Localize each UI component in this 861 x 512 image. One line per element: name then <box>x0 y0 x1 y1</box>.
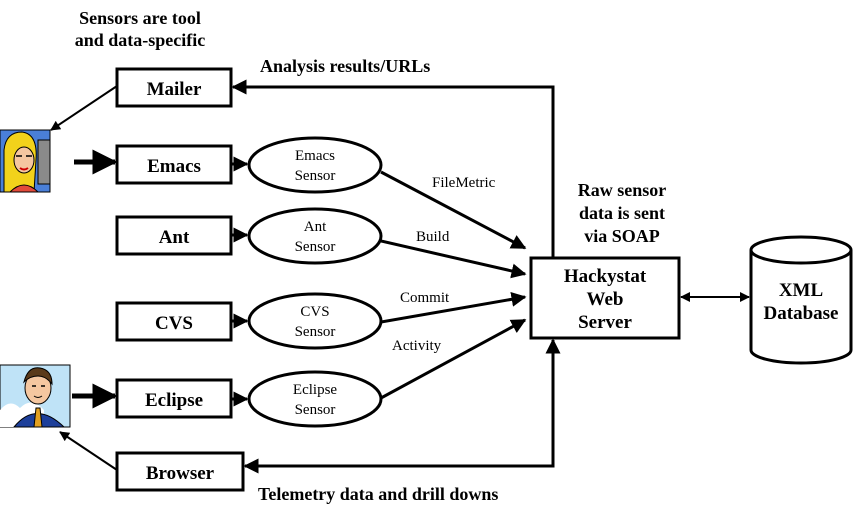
developer-woman-icon <box>0 129 51 193</box>
cvs-box: CVS <box>115 301 233 342</box>
eclipse-label: Eclipse <box>145 390 203 411</box>
developer-man-icon <box>0 364 71 428</box>
emacs-sensor-ellipse: Emacs Sensor <box>247 136 383 194</box>
cvs-sensor-label-line2: Sensor <box>295 324 336 340</box>
raw-data-note-line2: data is sent <box>579 203 665 223</box>
mailer-box: Mailer <box>115 67 233 108</box>
ant-box: Ant <box>115 215 233 256</box>
cvs-sensor-label-line1: CVS <box>300 304 329 320</box>
eclipse-sensor-ellipse: Eclipse Sensor <box>247 370 383 428</box>
build-arrow <box>380 239 527 279</box>
analysis-results-label: Analysis results/URLs <box>260 56 430 76</box>
browser-label: Browser <box>146 463 215 484</box>
raw-data-note-line1: Raw sensor <box>578 180 667 200</box>
ant-label: Ant <box>159 227 190 248</box>
ant-sensor-label-line1: Ant <box>304 219 327 235</box>
emacs-sensor-label-line2: Sensor <box>295 168 336 184</box>
server-label-line2: Web <box>587 289 624 310</box>
filemetric-label: FileMetric <box>432 175 496 191</box>
browser-to-user-arrow <box>59 431 118 471</box>
eclipse-box: Eclipse <box>115 378 233 419</box>
filemetric-arrow <box>380 170 527 250</box>
emacs-label: Emacs <box>147 156 201 177</box>
cvs-label: CVS <box>155 313 193 334</box>
sensors-note-line1: Sensors are tool <box>79 8 201 28</box>
eclipse-sensor-label-line2: Sensor <box>295 402 336 418</box>
sensors-note-line2: and data-specific <box>75 30 206 50</box>
raw-data-note-line3: via SOAP <box>584 226 660 246</box>
xml-database-cylinder: XML Database <box>749 235 853 365</box>
database-label-line1: XML <box>779 280 823 301</box>
commit-arrow <box>380 291 527 324</box>
server-label-line1: Hackystat <box>564 266 647 287</box>
ant-sensor-label-line2: Sensor <box>295 239 336 255</box>
hackystat-server-box: Hackystat Web Server <box>529 256 681 340</box>
mailer-label: Mailer <box>147 79 202 100</box>
mailer-to-user-arrow <box>50 85 118 131</box>
eclipse-sensor-label-line1: Eclipse <box>293 382 337 398</box>
server-to-mailer-arrow <box>231 79 555 258</box>
cvs-sensor-ellipse: CVS Sensor <box>247 292 383 350</box>
activity-label: Activity <box>392 338 442 354</box>
server-label-line3: Server <box>578 312 632 333</box>
browser-box: Browser <box>115 451 245 492</box>
ant-sensor-ellipse: Ant Sensor <box>247 207 383 265</box>
activity-arrow <box>380 318 527 400</box>
database-label-line2: Database <box>764 303 839 324</box>
emacs-sensor-label-line1: Emacs <box>295 148 335 164</box>
commit-label: Commit <box>400 290 450 306</box>
emacs-box: Emacs <box>115 144 233 185</box>
telemetry-label: Telemetry data and drill downs <box>258 484 498 504</box>
build-label: Build <box>416 229 450 245</box>
server-browser-arrow <box>243 338 561 474</box>
